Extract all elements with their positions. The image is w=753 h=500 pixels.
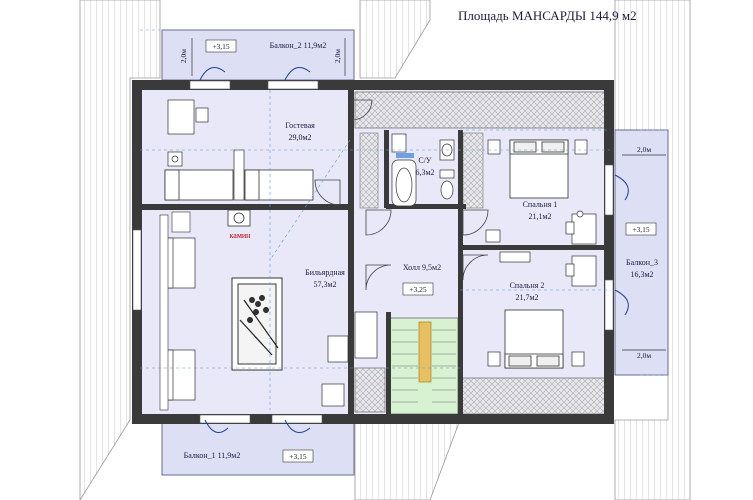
hatched-column-1 [359,132,379,209]
guide-lines [140,29,668,410]
room-guest-area: 29,0м2 [288,133,311,142]
room-bedroom1-area: 21,1м2 [528,212,551,221]
wall-shelf [159,211,191,411]
balcony-2 [161,29,355,81]
room-bedroom2-area: 21,7м2 [515,293,538,302]
dimension-label-1: 2,0м [179,49,188,63]
dimension-arrows [191,38,666,351]
dimension-label-3: 2,0м [637,145,651,154]
shower-tray [396,153,414,158]
interior-doors [314,99,489,291]
bedroom-1-furniture [485,139,597,245]
bed-guest-2 [244,169,314,201]
hatched-zone-top [354,91,606,129]
balcony-1 [161,419,355,476]
balcony-doors [199,67,629,433]
hatched-zone-bottom [461,377,608,415]
room-bath-area: 6,3м2 [415,168,434,177]
sofa-left-2 [164,349,196,401]
room-bedroom1-name: Спальня 1 [523,200,558,209]
fireplace-icon [227,209,251,227]
hatched-column-2 [462,132,484,209]
bedroom-2-furniture [487,251,597,367]
balcony-1-level: +3,15 [289,452,307,461]
hall-level: +3,25 [409,285,427,294]
page-title: Площадь МАНСАРДЫ 144,9 м2 [458,8,637,23]
bed-bedroom-2 [504,309,564,369]
balcony-3-name: Балкон_3 [626,258,658,267]
balcony-3-level-box [625,222,657,236]
room-bedroom2-name: Спальня 2 [510,281,545,290]
bed-bedroom-1 [509,139,569,199]
armchair-1 [321,311,378,407]
stair-treads [392,321,456,403]
sofa-left-1 [164,237,196,289]
dimension-label-4: 2,0м [637,351,651,360]
room-guest-name: Гостевая [285,121,315,130]
balcony-3-level: +3,15 [632,225,650,234]
balcony-2-level: +3,15 [212,42,230,51]
room-hall-name: Холл 9,5м2 [403,263,441,272]
dimension-label-2: 2,0м [333,49,342,63]
bathtub-icon [391,159,417,207]
hatched-zone-left [354,367,386,413]
hall-level-box [402,282,434,296]
balcony-3-area: 16,3м2 [630,270,653,279]
balcony-1-name: Балкон_1 11,9м2 [184,451,241,460]
balcony-2-name: Балкон_2 11,9м2 [270,41,327,50]
fireplace-label: камин [230,231,252,240]
balcony-1-level-box [282,449,314,463]
room-bath-name: С/У [418,156,432,165]
toilet-icon [439,169,455,200]
balcony-3 [614,129,669,376]
room-billiard-name: Бильярдная [305,268,345,277]
desk-guest [167,99,245,201]
room-billiard-area: 57,3м2 [313,280,336,289]
billiard-table [231,277,283,371]
balcony-2-level-box [205,39,237,53]
windows [132,80,614,424]
bed-guest-1 [164,169,234,201]
